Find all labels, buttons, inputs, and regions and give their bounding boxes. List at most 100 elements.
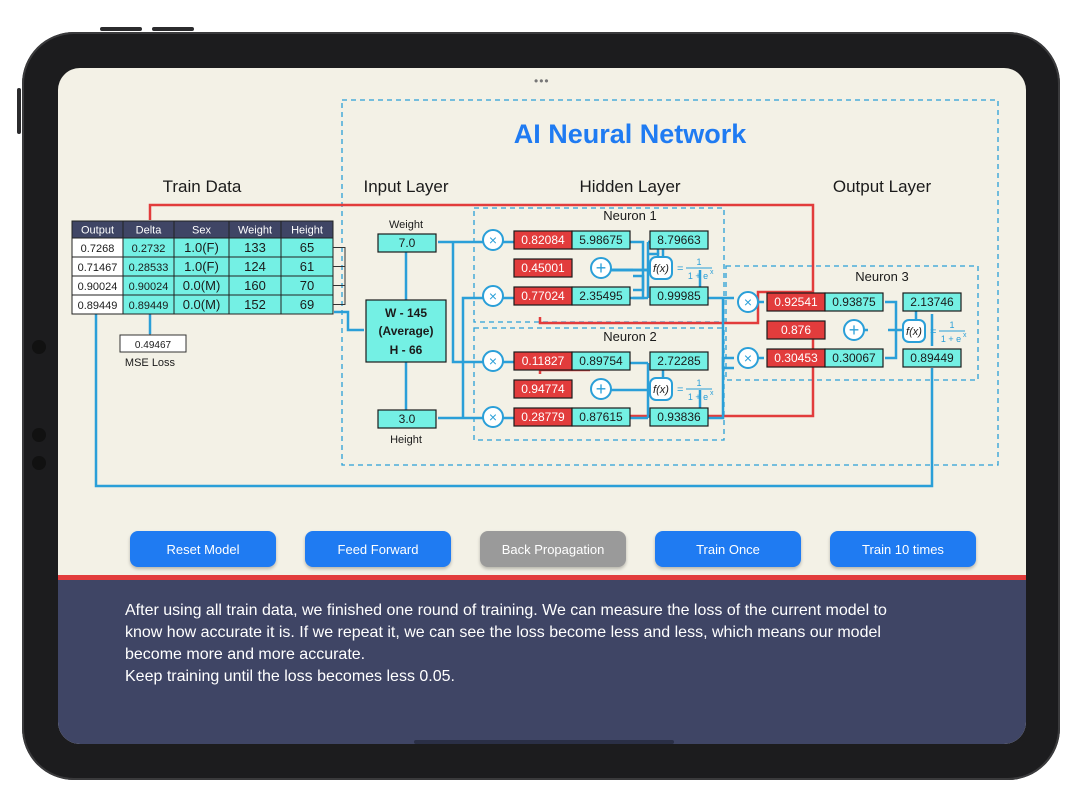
neuron1: Neuron 1 × × 0.82084 5.98675 0.45001 +0.77024 2… xyxy=(482,208,714,307)
neuron1-multiply-2 xyxy=(482,285,504,307)
reset-model-button[interactable]: Reset Model xyxy=(130,531,276,567)
neuron1-fx: f(x) xyxy=(653,263,669,275)
neuron3-product-1-box xyxy=(824,292,884,312)
neuron1-fx-icon xyxy=(649,256,673,280)
height-value: 3.0 xyxy=(399,412,416,426)
table-cell-value: 160 xyxy=(244,278,266,293)
neuron1-plus-glyph: + xyxy=(596,258,607,278)
feed-forward-button[interactable]: Feed Forward xyxy=(305,531,451,567)
table-cell-value: 0.0(M) xyxy=(183,297,221,312)
mse-value: 0.49467 xyxy=(135,340,172,351)
blue-n3-sumv xyxy=(885,300,898,360)
blue-table-avg xyxy=(334,310,364,332)
table-cell-value: 152 xyxy=(244,297,266,312)
neuron1-product-1: 5.98675 xyxy=(579,233,623,247)
train-ten-times-button[interactable]: Train 10 times xyxy=(830,531,976,567)
neuron1-output-box xyxy=(649,286,709,306)
neuron3-exp: x xyxy=(963,332,967,339)
multitask-dots[interactable]: ••• xyxy=(534,74,550,88)
red-link-n1b xyxy=(538,368,590,374)
table-cell-value: 70 xyxy=(300,278,314,293)
neuron3-bias: 0.876 xyxy=(781,323,811,337)
neuron2-product-1-box xyxy=(571,351,631,371)
neuron3-plus xyxy=(843,319,865,341)
blue-n2-to-n3 xyxy=(708,356,734,420)
home-indicator[interactable] xyxy=(414,740,674,744)
table-cell-value: 124 xyxy=(244,259,266,274)
table-cell-value: 61 xyxy=(300,259,314,274)
neuron1-product-1-box xyxy=(571,230,631,250)
description-panel: After using all train data, we finished … xyxy=(58,575,1026,744)
table-header: Weight xyxy=(238,225,272,237)
neuron1-weight-2: 0.77024 xyxy=(521,289,565,303)
train-once-button[interactable]: Train Once xyxy=(655,531,801,567)
table-cell-value: 0.7268 xyxy=(81,243,115,255)
neuron2-num: 1 xyxy=(696,378,701,388)
neuron1-multiply-1-glyph: × xyxy=(489,232,497,248)
neuron1-sum: 8.79663 xyxy=(657,233,701,247)
neuron1-sum-box xyxy=(649,230,709,250)
neuron3-multiply-1-glyph: × xyxy=(744,294,752,310)
neuron1-multiply-2-glyph: × xyxy=(489,288,497,304)
neuron3-weight-1: 0.92541 xyxy=(774,295,818,309)
table-row-connector xyxy=(333,276,346,286)
weight-value-box xyxy=(377,233,437,253)
neuron2-product-2: 0.87615 xyxy=(579,410,623,424)
neuron1-product-2: 2.35495 xyxy=(579,289,623,303)
heading-hidden-layer: Hidden Layer xyxy=(579,177,680,196)
neuron1-product-2-box xyxy=(571,286,631,306)
sensor-dot xyxy=(32,428,46,442)
neuron3-eq: = xyxy=(930,326,936,338)
neuron3-product-2-box xyxy=(824,348,884,368)
blue-loop xyxy=(94,314,934,488)
neuron1-bias: 0.45001 xyxy=(521,261,565,275)
neuron2-product-2-box xyxy=(571,407,631,427)
neuron1-multiply-1 xyxy=(482,229,504,251)
volume-button-top-2 xyxy=(152,27,194,31)
table-header: Height xyxy=(291,225,323,237)
neuron3-weight-2: 0.30453 xyxy=(774,351,818,365)
neuron2-fx-icon xyxy=(649,377,673,401)
neuron1-weight-1: 0.82084 xyxy=(521,233,565,247)
neuron3-sum: 2.13746 xyxy=(910,295,954,309)
table-cell-value: 1.0(F) xyxy=(184,259,219,274)
heading-train-data: Train Data xyxy=(163,177,242,196)
table-cell-value: 1.0(F) xyxy=(184,240,219,255)
mse-value-box xyxy=(119,334,187,353)
neuron1-label: Neuron 1 xyxy=(603,208,656,223)
neuron2-multiply-1-glyph: × xyxy=(489,353,497,369)
back-propagation-button[interactable]: Back Propagation xyxy=(480,531,626,567)
table-cell-value: 0.71467 xyxy=(78,262,118,274)
neuron3-product-1: 0.93875 xyxy=(832,295,876,309)
neuron1-exp: x xyxy=(710,269,714,276)
weight-value: 7.0 xyxy=(399,236,416,250)
neuron2-output: 0.93836 xyxy=(657,410,701,424)
neuron2-exp: x xyxy=(710,390,714,397)
neuron3-multiply-2-glyph: × xyxy=(744,350,752,366)
table-cell-value: 0.2732 xyxy=(132,243,166,255)
network-frame xyxy=(341,99,999,466)
mse-label: MSE Loss xyxy=(125,357,176,369)
neuron2-bias: 0.94774 xyxy=(521,382,565,396)
neuron3-multiply-1 xyxy=(737,291,759,313)
description-line4: Keep training until the loss becomes les… xyxy=(125,668,455,685)
neuron2-plus-glyph: + xyxy=(596,379,607,399)
blue-w-x3 xyxy=(451,242,484,364)
table-cell-value: 69 xyxy=(300,297,314,312)
table-header: Delta xyxy=(136,225,163,237)
neuron3-bias-box xyxy=(766,320,826,340)
table-row-connector xyxy=(333,266,346,276)
neuron3-label: Neuron 3 xyxy=(855,269,908,284)
neuron2-multiply-2-glyph: × xyxy=(489,409,497,425)
neuron1-num: 1 xyxy=(696,257,701,267)
neuron2-label: Neuron 2 xyxy=(603,329,656,344)
average-line3: H - 66 xyxy=(390,343,423,357)
neuron2-sum-box xyxy=(649,351,709,371)
neuron3-plus-glyph: + xyxy=(849,320,860,340)
blue-n1-sum-bot xyxy=(630,274,645,300)
neuron3-sum-box xyxy=(902,292,962,312)
red-link-n1 xyxy=(538,290,813,325)
blue-h-x2 xyxy=(461,296,484,418)
neuron3-multiply-2 xyxy=(737,347,759,369)
sensor-dot-2 xyxy=(32,456,46,470)
